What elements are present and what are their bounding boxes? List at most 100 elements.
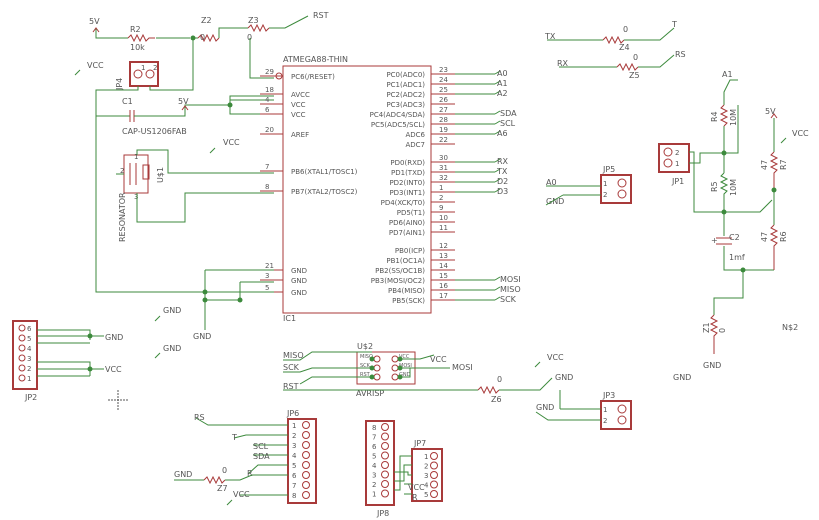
pin-name: PD1(TXD)	[391, 169, 425, 177]
c1-capacitor[interactable]: C1 CAP-US1206FAB	[96, 97, 274, 136]
jp1-pin2: 2	[675, 149, 679, 157]
svg-text:3: 3	[134, 193, 138, 201]
pin-name: PC4(ADC4/SDA)	[370, 111, 426, 119]
net-label-a0: A0	[497, 69, 508, 78]
pin-number: 16	[439, 282, 448, 290]
jp4-jumper[interactable]: 1 2 JP4	[95, 60, 260, 293]
pin-number: 23	[439, 66, 448, 74]
svg-text:2: 2	[120, 167, 124, 175]
pin-number: 27	[439, 106, 448, 114]
jp7-label: JP7	[413, 439, 426, 448]
gnd-label-chip: GND	[193, 332, 211, 341]
ic1-left-pins: 29PC6(/RESET)18AVCC4VCC6VCC20AREF7PB6(XT…	[260, 68, 358, 297]
jp4-pin2: 2	[153, 64, 157, 72]
gnd-label-z1: GND	[703, 361, 721, 370]
jp5-header[interactable]: JP5 1 2 A0 GND	[545, 165, 632, 206]
pin-name: PC6(/RESET)	[291, 73, 335, 81]
isp-pin-rst: RST	[360, 372, 371, 378]
z1-ref: Z1	[702, 322, 711, 333]
z4-value: 0	[623, 25, 628, 34]
ic1-atmega88[interactable]: ATMEGA88-THIN IC1 29PC6(/RESET)18AVCC4VC…	[260, 55, 521, 323]
jp4-pin1: 1	[141, 64, 145, 72]
avrisp-u2[interactable]: U$2 MISO SCK RST VCC MOSI GND AVRISP MIS…	[283, 342, 473, 398]
a1-net-label: A1	[722, 70, 733, 79]
jp5-label: JP5	[602, 165, 615, 174]
pin-number: 31	[439, 164, 448, 172]
pin-number: 11	[439, 224, 448, 232]
pin-name: PB7(XTAL2/TOSC2)	[291, 188, 358, 196]
jp1-header[interactable]: 2 1 JP1	[658, 143, 724, 213]
jp6-pin-label: 6	[292, 472, 297, 480]
resonator-u1[interactable]: 2 1 3 U$1 RESONATOR	[116, 149, 274, 242]
net-label-scl: SCL	[500, 119, 516, 128]
net-label-a1: A1	[497, 79, 508, 88]
pin-name: PB3(MOSI/OC2)	[371, 277, 425, 285]
resonator-label: RESONATOR	[118, 192, 127, 242]
pin-name: AREF	[291, 131, 309, 139]
net-label-d3: D3	[497, 187, 508, 196]
ic1-ground-tie: GND GND GND	[154, 269, 274, 359]
reset-network: 5V R2 10k Z2 0 Z3 0 RST	[89, 11, 329, 79]
isp-rst-net: RST	[283, 382, 299, 391]
pin-name: PC5(ADC5/SCL)	[371, 121, 425, 129]
supply-5v-label-2: 5V	[178, 97, 189, 106]
jp3-pin1: 1	[603, 406, 607, 414]
jp8-pin-label: 6	[372, 443, 377, 451]
jp6-pin-label: 2	[292, 432, 296, 440]
z6-value: 0	[497, 375, 502, 384]
r7-value: 47	[760, 160, 769, 170]
supply-5v-label: 5V	[89, 17, 100, 26]
jp3-pin2: 2	[603, 417, 607, 425]
z2-value: 0	[200, 33, 205, 42]
pin-number: 25	[439, 86, 448, 94]
jp3-header[interactable]: JP3 1 2 GND GND	[535, 373, 632, 430]
jp5-a0-label: A0	[546, 178, 557, 187]
t-net-label: T	[671, 20, 677, 29]
net-label-d2: D2	[497, 177, 508, 186]
jp6-pin-label: 3	[292, 442, 296, 450]
pin-name: AVCC	[291, 91, 310, 99]
gnd-label-right: GND	[673, 373, 691, 382]
pin-number: 4	[265, 96, 270, 104]
pin-name: PD4(XCK/T0)	[381, 199, 426, 207]
pin-name: GND	[291, 277, 307, 285]
jp2-gnd-label: GND	[105, 333, 123, 342]
pin-name: PD5(T1)	[397, 209, 426, 217]
jp8-pin-label: 8	[372, 424, 376, 432]
z5-value: 0	[633, 53, 638, 62]
z2-ref: Z2	[201, 16, 212, 25]
ic1-right-pins: 23PC0(ADC0)A024PC1(ADC1)A125PC2(ADC2)A22…	[370, 66, 521, 305]
u2-label: U$2	[357, 342, 373, 351]
pin-name: VCC	[291, 101, 306, 109]
jp1-label: JP1	[671, 177, 684, 186]
pin-name: PD7(AIN1)	[389, 229, 425, 237]
pin-number: 15	[439, 272, 448, 280]
jp2-pin-label: 4	[27, 345, 32, 353]
jp6-pin-label: 5	[292, 462, 296, 470]
r4-value: 10M	[729, 109, 738, 126]
svg-text:+: +	[711, 236, 718, 245]
isp-pin-mosi: MOSI	[399, 363, 412, 369]
pin-name: PD6(AIN0)	[389, 219, 425, 227]
pin-number: 29	[265, 68, 274, 76]
net-label-rx: RX	[497, 157, 509, 166]
pin-name: GND	[291, 267, 307, 275]
jp8-label: JP8	[376, 509, 389, 518]
jp6-gnd-label: GND	[174, 470, 192, 479]
isp-vcc-net: VCC	[430, 355, 447, 364]
pin-number: 1	[439, 184, 443, 192]
